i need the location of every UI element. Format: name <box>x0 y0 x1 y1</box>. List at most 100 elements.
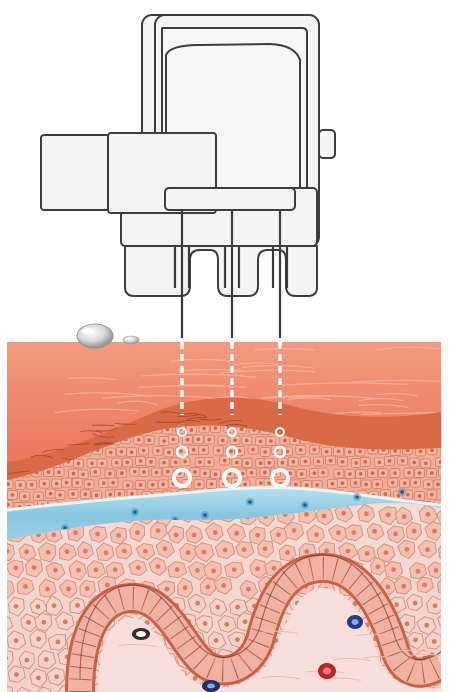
cell-nucleus <box>108 471 112 476</box>
cell-nucleus <box>358 472 363 476</box>
cell-nucleus <box>83 492 88 497</box>
cell-nucleus <box>407 470 411 475</box>
fiber <box>198 418 222 421</box>
cell-nucleus <box>207 460 211 464</box>
cell-nucleus <box>51 532 57 538</box>
cell-nucleus <box>108 492 113 497</box>
cell-nucleus <box>429 471 434 475</box>
fiber <box>67 442 90 446</box>
cell-nucleus <box>105 582 110 588</box>
cell-nucleus <box>345 548 351 554</box>
water-droplet <box>76 323 140 349</box>
texture-line <box>232 362 278 366</box>
cell-nucleus <box>10 493 15 497</box>
cell-nucleus <box>321 470 325 475</box>
cell-nucleus <box>258 461 263 466</box>
cell-nucleus <box>401 514 407 519</box>
cell-nucleus <box>42 481 47 486</box>
cell-nucleus <box>262 546 268 552</box>
cell-nucleus <box>312 447 317 452</box>
cell-nucleus <box>394 602 399 608</box>
cell-nucleus <box>393 531 398 537</box>
cell-nucleus <box>244 438 249 443</box>
cell-nucleus <box>155 448 160 453</box>
lumen-streak <box>118 644 157 648</box>
cell-nucleus <box>315 483 319 487</box>
cell-nucleus <box>267 460 272 465</box>
cell-nucleus <box>229 449 233 453</box>
probe-needles <box>173 210 289 338</box>
vessel-particle-core <box>303 503 307 507</box>
tissue-cell <box>438 541 441 563</box>
cell-nucleus <box>249 470 254 475</box>
cell-nucleus <box>189 428 194 432</box>
cell-nucleus <box>267 481 271 485</box>
pulse-ring-medium <box>273 445 287 459</box>
cell-nucleus <box>54 481 59 486</box>
cell-nucleus <box>36 636 41 642</box>
cell-nucleus <box>402 481 407 486</box>
cell-nucleus <box>235 460 239 465</box>
texture-line <box>329 411 382 416</box>
cell-nucleus <box>192 675 198 681</box>
tissue-cell <box>7 613 14 633</box>
blood-cells <box>132 615 363 692</box>
cell-nucleus <box>205 584 211 590</box>
cell-nucleus <box>363 511 369 517</box>
cell-nucleus <box>64 480 69 485</box>
cell-nucleus <box>406 492 410 497</box>
device <box>40 14 336 297</box>
cell-nucleus <box>385 584 391 590</box>
cell-nucleus <box>285 449 290 454</box>
device-side-button <box>318 129 336 159</box>
cell-nucleus <box>18 483 23 487</box>
vessel-particle-core <box>133 510 137 514</box>
cell-nucleus <box>84 586 90 591</box>
texture-line <box>282 382 408 386</box>
cell-nucleus <box>383 492 388 496</box>
cell-nucleus <box>167 450 171 455</box>
cell-nucleus <box>293 482 298 487</box>
cell-nucleus <box>412 600 418 606</box>
cell-nucleus <box>341 510 347 516</box>
tissue-cell <box>14 686 34 692</box>
cell-nucleus <box>383 550 389 556</box>
cell-nucleus <box>263 450 267 454</box>
cell-nucleus <box>71 471 76 476</box>
tissue-cell <box>447 562 453 580</box>
cell-nucleus <box>1 621 6 626</box>
cell-nucleus <box>7 482 10 486</box>
texture-line <box>352 379 441 383</box>
tissue-cell <box>437 576 441 595</box>
cell-nucleus <box>364 482 368 487</box>
texture-line <box>253 348 315 351</box>
cell-nucleus <box>418 449 423 454</box>
cell-nucleus <box>351 530 357 535</box>
cell-nucleus <box>119 449 124 454</box>
cell-nucleus <box>400 458 405 463</box>
cell-nucleus <box>117 492 122 496</box>
cell-nucleus <box>312 471 317 475</box>
cell-nucleus <box>324 449 329 454</box>
cell-nucleus <box>377 460 382 465</box>
cell-nucleus <box>7 655 9 661</box>
cell-nucleus <box>185 437 190 442</box>
cell-nucleus <box>336 530 341 536</box>
cell-nucleus <box>195 600 201 606</box>
cell-nucleus <box>93 567 99 573</box>
cell-nucleus <box>292 438 297 443</box>
texture-line <box>64 392 146 397</box>
cell-nucleus <box>340 481 345 485</box>
cell-nucleus <box>412 460 416 465</box>
cell-nucleus <box>222 547 228 553</box>
cell-nucleus <box>444 549 449 554</box>
cell-nucleus <box>155 564 161 569</box>
cell-nucleus <box>404 546 410 552</box>
dermis-cell <box>438 466 441 477</box>
cell-nucleus <box>45 586 51 592</box>
cell-nucleus <box>198 460 202 464</box>
cell-nucleus <box>443 656 448 661</box>
cell-nucleus <box>348 472 352 476</box>
cell-nucleus <box>425 547 430 553</box>
